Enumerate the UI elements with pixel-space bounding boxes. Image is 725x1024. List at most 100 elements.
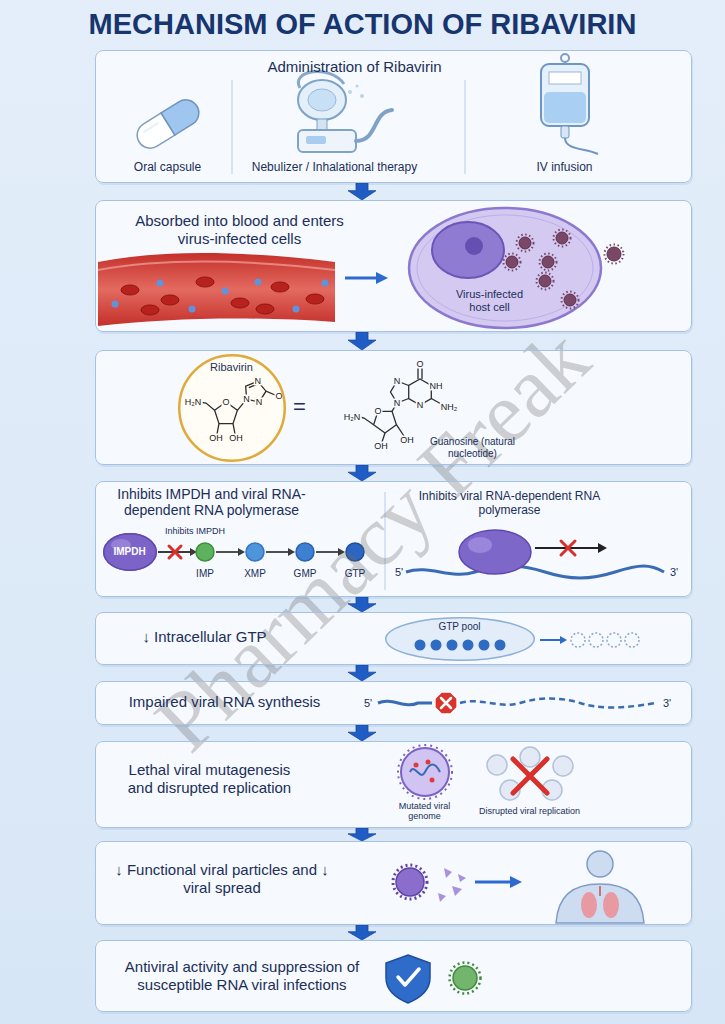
flow-arrow xyxy=(348,665,376,681)
host-cell xyxy=(537,273,554,290)
atom-label: O xyxy=(415,360,424,369)
polymerase-block xyxy=(598,543,607,553)
viral-spread-figure xyxy=(510,876,522,888)
flow-arrow xyxy=(348,465,376,481)
panel-background xyxy=(95,741,692,828)
atom-label: N xyxy=(416,401,425,410)
host-cell xyxy=(504,254,521,271)
pool-label: GTP pool xyxy=(385,621,535,633)
step-heading: Antiviral activity and suppression of su… xyxy=(115,958,370,994)
gtp-pool xyxy=(463,640,474,651)
disrupted-replication xyxy=(520,747,540,767)
host-cell xyxy=(506,256,518,268)
flow-arrow xyxy=(348,725,376,741)
step-panel: Ribavirin=Guanosine (natural nucleotide) xyxy=(95,350,692,465)
guanosine-structure xyxy=(431,399,443,406)
impdh-pathway xyxy=(196,543,214,561)
ribavirin-structure xyxy=(233,424,235,434)
polymerase-block xyxy=(459,530,531,574)
step-panel: Antiviral activity and suppression of su… xyxy=(95,940,692,1012)
iv-bag-icon xyxy=(561,54,569,62)
step-panel: GTP pool ↓ Intracellular GTP xyxy=(95,612,692,665)
ribavirin-structure xyxy=(249,385,257,388)
nebulizer-icon xyxy=(360,94,364,98)
step-heading: ↓ Intracellular GTP xyxy=(105,628,305,646)
iv-bag-icon xyxy=(541,54,598,154)
strand-end-label: 5' xyxy=(363,698,373,709)
panel-background xyxy=(95,841,692,925)
blocked-rna-strand xyxy=(460,699,656,708)
host-cell xyxy=(562,292,579,309)
viral-spread-figure xyxy=(581,892,597,918)
atom-label: O xyxy=(274,392,283,401)
viral-spread-figure xyxy=(475,881,512,884)
gtp-pool xyxy=(495,640,506,651)
mutated-genome xyxy=(430,778,435,783)
blood-vessel xyxy=(112,279,329,313)
cell-label: Virus-infected host cell xyxy=(445,288,535,314)
viral-spread-figure xyxy=(393,865,427,899)
atom-label: N xyxy=(393,377,402,386)
flow-arrow xyxy=(348,925,376,940)
blocked-rna-strand xyxy=(378,701,432,704)
nebulizer-icon xyxy=(348,90,352,94)
atom-label: OH xyxy=(208,434,224,443)
panel-background xyxy=(95,50,693,185)
icon-caption: Mutated viral genome xyxy=(390,801,460,823)
atom-label: OH xyxy=(373,442,389,451)
iv-bag-icon xyxy=(549,72,581,84)
step-panel: Administration of RibavirinOral capsuleN… xyxy=(95,50,692,183)
host-cell xyxy=(564,294,576,306)
blood-vessel xyxy=(256,304,274,314)
panel-subheading: Inhibits viral RNA-dependent RNA polymer… xyxy=(415,489,605,518)
disrupted-replication xyxy=(553,756,573,776)
polymerase-block xyxy=(406,566,664,578)
viral-spread-figure xyxy=(438,868,466,902)
shield-virus-icon xyxy=(450,963,481,994)
guanosine-structure xyxy=(360,368,443,442)
atom-label: NH₂ xyxy=(440,403,459,412)
enzyme-blob: IMPDH xyxy=(103,533,157,571)
capsule-icon xyxy=(161,95,204,135)
entry-arrow xyxy=(345,272,388,284)
iv-bag-icon xyxy=(541,64,589,126)
mutated-genome xyxy=(398,745,452,799)
panel-background xyxy=(95,200,693,334)
host-cell xyxy=(409,208,624,328)
blood-vessel xyxy=(196,277,214,287)
blood-vessel xyxy=(231,298,249,308)
flow-arrow xyxy=(348,332,376,350)
host-cell xyxy=(417,215,593,321)
guanosine-structure xyxy=(391,381,409,403)
host-cell xyxy=(539,275,551,287)
panel-background xyxy=(95,612,693,667)
panel-background xyxy=(95,940,693,1014)
ribavirin-structure xyxy=(178,354,286,462)
blood-vessel xyxy=(141,305,159,315)
impdh-pathway xyxy=(103,533,364,571)
atom-label: H₂N xyxy=(343,413,362,422)
guanosine-structure xyxy=(392,403,397,411)
step-heading: Impaired viral RNA synthesis xyxy=(110,693,340,711)
ribavirin-structure xyxy=(237,399,246,410)
viral-spread-figure xyxy=(452,886,462,896)
viral-spread-figure xyxy=(603,892,619,918)
panel-background xyxy=(95,50,692,183)
gtp-pool xyxy=(447,640,458,651)
node-outline xyxy=(385,617,534,660)
blood-vessel xyxy=(255,279,262,286)
guanosine-structure xyxy=(418,368,422,379)
ribavirin-structure xyxy=(178,354,286,462)
nebulizer-icon xyxy=(298,80,346,120)
divider-line xyxy=(384,492,385,590)
panel-background xyxy=(95,481,693,599)
blood-vessel xyxy=(322,280,329,287)
host-cell xyxy=(556,232,568,244)
strand-end-label: 3' xyxy=(669,567,679,578)
blood-vessel xyxy=(306,294,324,304)
host-cell xyxy=(542,256,554,268)
viral-spread-figure xyxy=(444,868,452,878)
ribavirin-structure xyxy=(217,424,219,434)
nebulizer-icon xyxy=(298,130,356,152)
